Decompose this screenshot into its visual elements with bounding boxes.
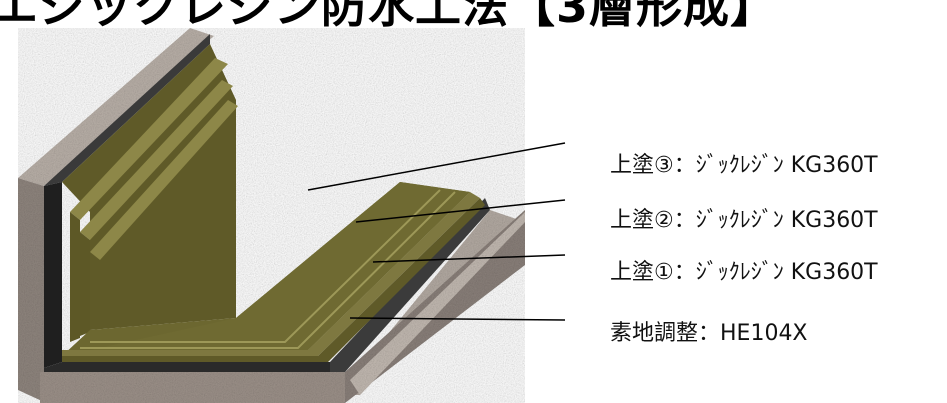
layer-label-primer: 素地調整：HE104X [610,321,808,346]
leader-lines [307,142,566,321]
layer-label-top-coat-3: 上塗③：ｼﾞｯｸﾚｼﾞﾝ KG360T [610,153,878,178]
page-title: エジックレジン防水工法【3層形成】 [0,0,778,33]
layer-label-top-coat-2: 上塗②：ｼﾞｯｸﾚｼﾞﾝ KG360T [610,208,878,233]
primer-layer [44,34,490,372]
layer-label-top-coat-1: 上塗①：ｼﾞｯｸﾚｼﾞﾝ KG360T [610,260,878,285]
coating-layers [62,44,485,362]
